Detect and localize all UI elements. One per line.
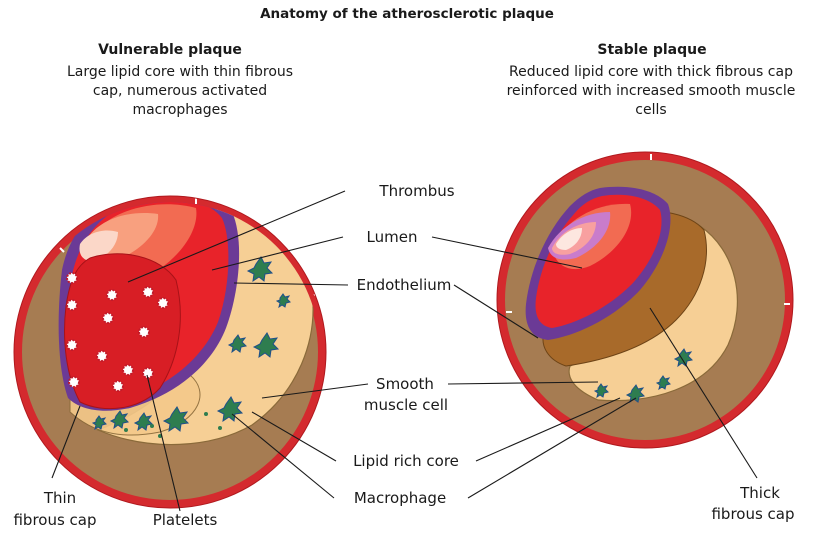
label-smooth-muscle-line2: muscle cell xyxy=(346,395,466,415)
stable-plaque-graphic xyxy=(497,152,793,448)
diagram-title: Anatomy of the atherosclerotic plaque xyxy=(0,6,814,22)
label-platelets: Platelets xyxy=(140,510,230,530)
label-thick-cap-line1: Thick xyxy=(720,483,800,503)
vulnerable-plaque-description: Large lipid core with thin fibrous cap, … xyxy=(60,63,300,120)
label-thin-cap-line1: Thin xyxy=(20,488,100,508)
vulnerable-plaque-heading: Vulnerable plaque xyxy=(60,42,280,58)
label-lipid-rich-core: Lipid rich core xyxy=(340,451,472,471)
vulnerable-plaque-graphic xyxy=(14,189,326,508)
label-thrombus: Thrombus xyxy=(352,181,482,201)
label-thick-cap-line2: fibrous cap xyxy=(696,504,810,524)
label-macrophage: Macrophage xyxy=(338,488,462,508)
stable-plaque-heading: Stable plaque xyxy=(542,42,762,58)
label-lumen: Lumen xyxy=(352,227,432,247)
stable-plaque-description: Reduced lipid core with thick fibrous ca… xyxy=(500,63,802,120)
label-endothelium: Endothelium xyxy=(344,275,464,295)
label-thin-cap-line2: fibrous cap xyxy=(0,510,110,530)
label-smooth-muscle-line1: Smooth xyxy=(352,374,458,394)
